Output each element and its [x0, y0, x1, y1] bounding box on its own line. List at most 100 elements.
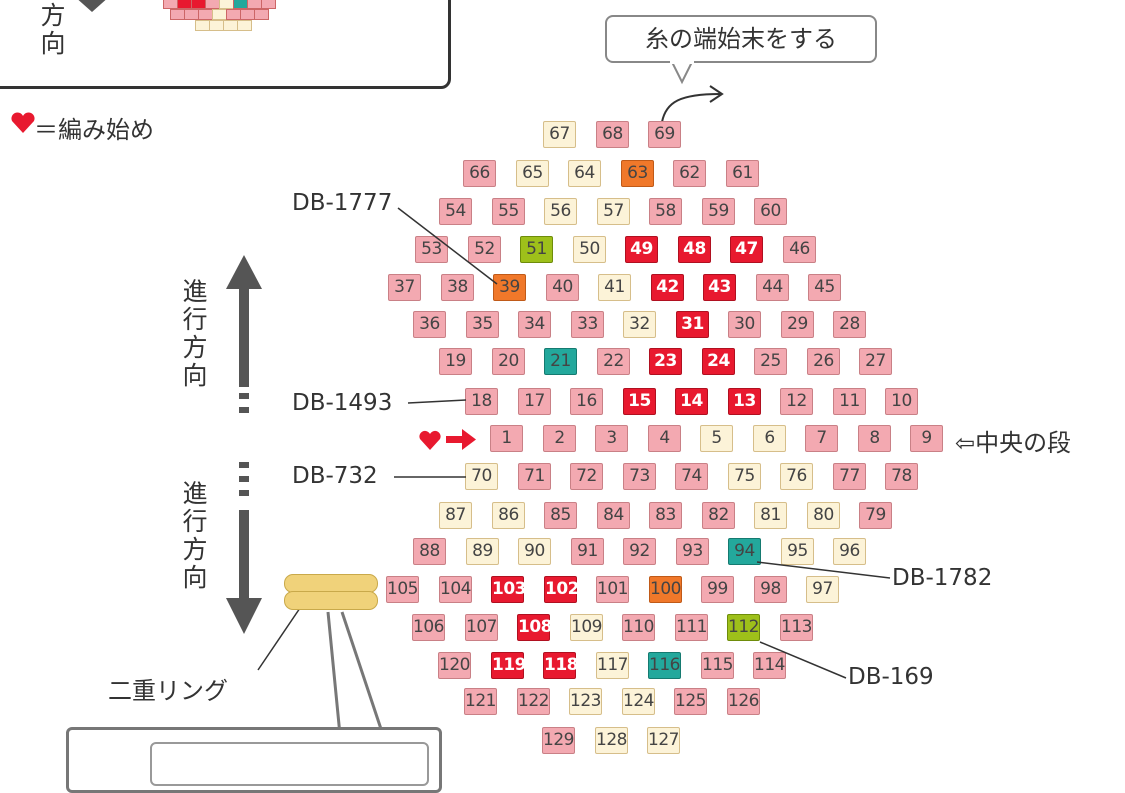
bead-17: 17 [518, 388, 551, 415]
bead-90: 90 [518, 538, 551, 565]
label-center-row: ⇦中央の段 [955, 429, 1072, 457]
up-arrow-icon [226, 255, 262, 413]
bead-71: 71 [518, 463, 551, 490]
bead-80: 80 [807, 502, 840, 529]
bead-95: 95 [781, 538, 814, 565]
bead-127: 127 [647, 727, 680, 754]
label-db1493: DB-1493 [292, 390, 393, 416]
bead-91: 91 [571, 538, 604, 565]
label-double-ring: 二重リング [108, 677, 228, 705]
bead-33: 33 [571, 311, 604, 338]
bead-62: 62 [673, 160, 706, 187]
bead-34: 34 [518, 311, 551, 338]
bead-39: 39 [493, 274, 526, 301]
dir-up-1: 進 [182, 277, 208, 306]
bead-15: 15 [623, 388, 656, 415]
heart-icon [11, 112, 35, 133]
label-db169: DB-169 [848, 664, 934, 690]
bead-60: 60 [754, 198, 787, 225]
bead-41: 41 [598, 274, 631, 301]
bead-86: 86 [492, 502, 525, 529]
bead-81: 81 [754, 502, 787, 529]
bead-31: 31 [676, 311, 709, 338]
bead-64: 64 [568, 160, 601, 187]
bead-116: 116 [648, 652, 681, 679]
bead-120: 120 [438, 652, 471, 679]
top-direction-char-1: 方 [40, 1, 66, 30]
bead-82: 82 [702, 502, 735, 529]
bead-23: 23 [649, 348, 682, 375]
bead-63: 63 [621, 160, 654, 187]
bead-73: 73 [623, 463, 656, 490]
bead-47: 47 [730, 236, 763, 263]
bead-48: 48 [678, 236, 711, 263]
bead-113: 113 [780, 614, 813, 641]
bead-117: 117 [596, 652, 629, 679]
bead-20: 20 [492, 348, 525, 375]
bead-8: 8 [858, 425, 891, 452]
bead-121: 121 [464, 688, 497, 715]
bead-57: 57 [597, 198, 630, 225]
bead-106: 106 [412, 614, 445, 641]
dir-up-4: 向 [182, 361, 208, 390]
top-direction-char-2: 向 [40, 29, 66, 58]
bead-6: 6 [753, 425, 786, 452]
bead-4: 4 [648, 425, 681, 452]
bottom-inner-box [150, 742, 429, 786]
bead-50: 50 [573, 236, 606, 263]
bead-58: 58 [649, 198, 682, 225]
dir-down-1: 進 [182, 479, 208, 508]
bead-51: 51 [520, 236, 553, 263]
bead-43: 43 [703, 274, 736, 301]
bead-108: 108 [517, 614, 553, 641]
bead-7: 7 [805, 425, 838, 452]
bead-74: 74 [675, 463, 708, 490]
bead-103: 103 [491, 576, 527, 603]
bead-112: 112 [727, 614, 760, 641]
start-marker [419, 429, 476, 450]
bead-123: 123 [569, 688, 602, 715]
bead-68: 68 [596, 121, 629, 148]
bead-111: 111 [675, 614, 708, 641]
label-db1777: DB-1777 [292, 190, 393, 216]
bead-55: 55 [492, 198, 525, 225]
bead-10: 10 [885, 388, 918, 415]
bead-72: 72 [570, 463, 603, 490]
bead-97: 97 [806, 576, 839, 603]
bead-11: 11 [833, 388, 866, 415]
bead-119: 119 [491, 652, 527, 679]
bead-12: 12 [780, 388, 813, 415]
bead-16: 16 [570, 388, 603, 415]
bead-45: 45 [808, 274, 841, 301]
bead-61: 61 [726, 160, 759, 187]
bead-56: 56 [544, 198, 577, 225]
bead-118: 118 [543, 652, 579, 679]
down-arrow-icon [78, 0, 106, 12]
bead-125: 125 [674, 688, 707, 715]
dir-up-2: 行 [182, 305, 208, 334]
bead-30: 30 [728, 311, 761, 338]
bead-13: 13 [728, 388, 761, 415]
bead-32: 32 [623, 311, 656, 338]
dir-down-4: 向 [182, 563, 208, 592]
bead-53: 53 [415, 236, 448, 263]
bead-101: 101 [596, 576, 629, 603]
bead-102: 102 [544, 576, 580, 603]
dir-down-2: 行 [182, 507, 208, 536]
bead-5: 5 [700, 425, 733, 452]
bead-77: 77 [833, 463, 866, 490]
bead-114: 114 [753, 652, 786, 679]
dir-up-3: 方 [182, 333, 208, 362]
heart-icon [419, 430, 441, 450]
bead-25: 25 [754, 348, 787, 375]
bead-9: 9 [910, 425, 943, 452]
bead-65: 65 [516, 160, 549, 187]
bead-75: 75 [728, 463, 761, 490]
bead-28: 28 [833, 311, 866, 338]
bead-109: 109 [570, 614, 603, 641]
bead-100: 100 [649, 576, 682, 603]
bead-27: 27 [859, 348, 892, 375]
bead-89: 89 [466, 538, 499, 565]
bead-59: 59 [702, 198, 735, 225]
bead-87: 87 [439, 502, 472, 529]
